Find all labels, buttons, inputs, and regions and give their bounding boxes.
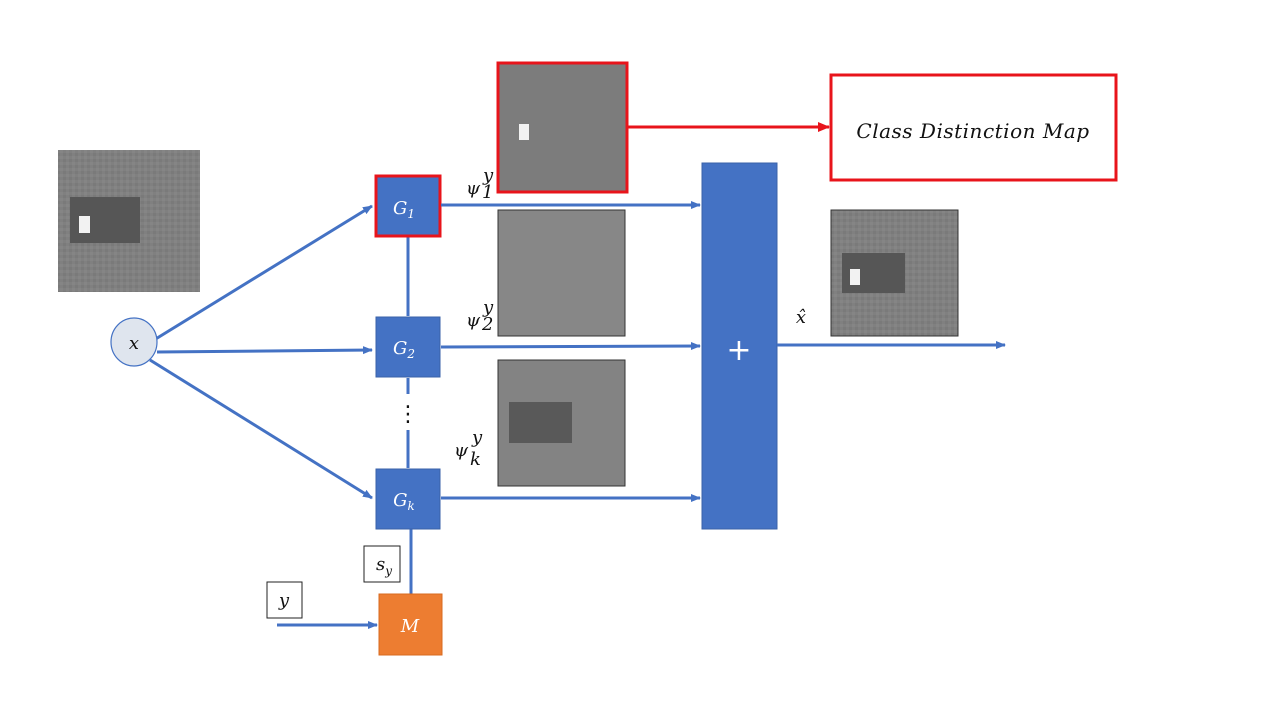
sy-label-box: sy: [363, 545, 401, 583]
edges-generators-to-sum: [440, 201, 701, 502]
sum-plus-icon: +: [726, 333, 751, 368]
output-label: x̂: [796, 307, 806, 328]
svg-text:2: 2: [481, 314, 493, 335]
output-image: [830, 209, 959, 337]
psik-image: [497, 359, 626, 487]
svg-text:k: k: [470, 449, 481, 470]
svg-text:ψ: ψ: [466, 310, 481, 331]
input-node-x: x: [110, 317, 158, 367]
psi-label-k: ψ y k: [454, 427, 483, 470]
input-image: [58, 150, 200, 292]
svg-text:y: y: [482, 165, 494, 186]
class-distinction-map-box: Class Distinction Map: [829, 73, 1118, 182]
sum-block: +: [701, 162, 778, 530]
svg-text:sy: sy: [376, 554, 392, 578]
svg-text:ψ: ψ: [466, 178, 481, 199]
generator-g2: G2: [375, 316, 441, 378]
edge-g2-sum: [440, 342, 701, 351]
svg-text:ψ: ψ: [454, 440, 469, 461]
svg-text:y: y: [471, 427, 483, 448]
psi1-image: [496, 61, 629, 194]
edges-x-to-generators: [149, 204, 373, 500]
generator-g1: G1: [374, 174, 442, 238]
psi-label-1: ψ y 1: [466, 165, 494, 203]
generator-chain: [406, 236, 413, 594]
svg-text:1: 1: [482, 182, 493, 203]
edge-x-gk: [149, 358, 373, 500]
y-label-box: y: [266, 581, 303, 619]
class-distinction-map-label: Class Distinction Map: [856, 119, 1089, 143]
generator-gk: Gk: [375, 468, 441, 530]
edge-x-g2: [156, 346, 373, 355]
svg-text:G1: G1: [393, 198, 415, 221]
psi-label-2: ψ y 2: [466, 297, 494, 335]
svg-text:x: x: [129, 333, 139, 354]
svg-text:M: M: [400, 616, 420, 637]
ellipsis-dots: ⋮: [397, 402, 419, 427]
mapping-node-m: M: [378, 593, 443, 656]
svg-text:y: y: [482, 297, 494, 318]
svg-text:G2: G2: [393, 338, 415, 361]
psi2-image: [497, 209, 626, 337]
edge-x-g1: [153, 204, 373, 342]
svg-text:Gk: Gk: [393, 490, 415, 513]
svg-text:y: y: [278, 590, 290, 611]
